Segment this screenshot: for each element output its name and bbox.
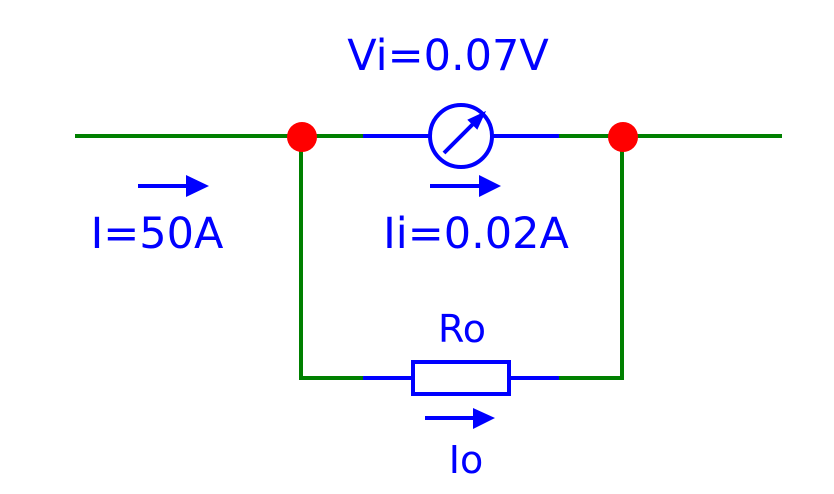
- arrow-right-icon: [473, 408, 495, 429]
- ammeter: [363, 103, 559, 169]
- left-junction-node: [287, 122, 317, 152]
- arrow-right-icon: [186, 175, 209, 197]
- ammeter-body: [428, 103, 494, 169]
- shunt-resistor-label: Ro: [438, 307, 486, 351]
- shunt-current-label: Io: [449, 438, 483, 482]
- total-current-arrow: [138, 175, 209, 197]
- shunt-current-arrow: [425, 408, 495, 429]
- ammeter-needle-arrow-icon: [467, 110, 487, 130]
- shunt-branch-right-wire: [559, 136, 624, 380]
- shunt-resistor: [363, 360, 559, 396]
- meter-current-label: Ii=0.02A: [383, 209, 569, 259]
- meter-current-arrow: [430, 175, 501, 197]
- resistor-body: [411, 360, 511, 396]
- right-junction-node: [608, 122, 638, 152]
- arrow-right-icon: [479, 175, 501, 197]
- shunt-branch-left-wire: [299, 136, 363, 380]
- total-current-label: I=50A: [91, 209, 224, 259]
- meter-voltage-label: Vi=0.07V: [347, 31, 549, 81]
